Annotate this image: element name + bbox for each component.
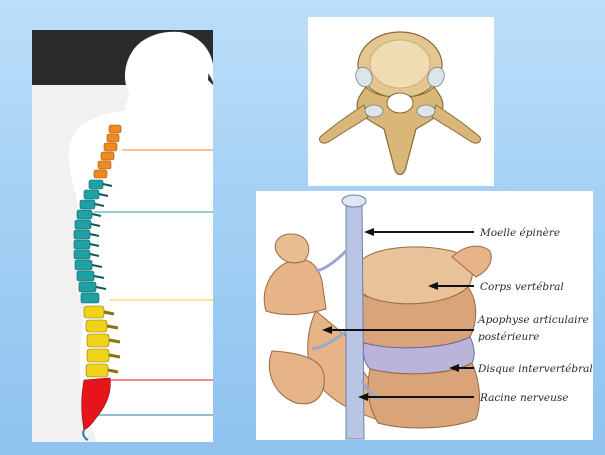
label-racine-nerveuse: Racine nerveuse bbox=[479, 392, 568, 404]
vertebra-top-view-illustration bbox=[308, 17, 494, 186]
vertebral-foramen bbox=[387, 93, 413, 113]
spine-cutaway-illustration: Moelle épinère Corps vertébral Apophyse … bbox=[256, 191, 593, 440]
label-moelle-epinere: Moelle épinère bbox=[479, 227, 560, 239]
transverse-process-right bbox=[432, 105, 480, 143]
spine-profile-panel bbox=[32, 30, 213, 442]
transverse-process-left bbox=[320, 105, 368, 143]
spine-cutaway-panel: Moelle épinère Corps vertébral Apophyse … bbox=[256, 191, 593, 440]
vertebra-top-view-panel bbox=[308, 17, 494, 186]
label-apophyse-line1: Apophyse articulaire bbox=[477, 314, 589, 326]
articular-left bbox=[365, 105, 383, 117]
label-corps-vertebral: Corps vertébral bbox=[480, 281, 564, 293]
spine-profile-illustration bbox=[32, 30, 213, 442]
label-apophyse-line2: postérieure bbox=[478, 331, 539, 343]
articular-right bbox=[417, 105, 435, 117]
coccyx bbox=[83, 430, 88, 440]
label-disque-intervertebral: Disque intervertébral bbox=[477, 363, 593, 375]
